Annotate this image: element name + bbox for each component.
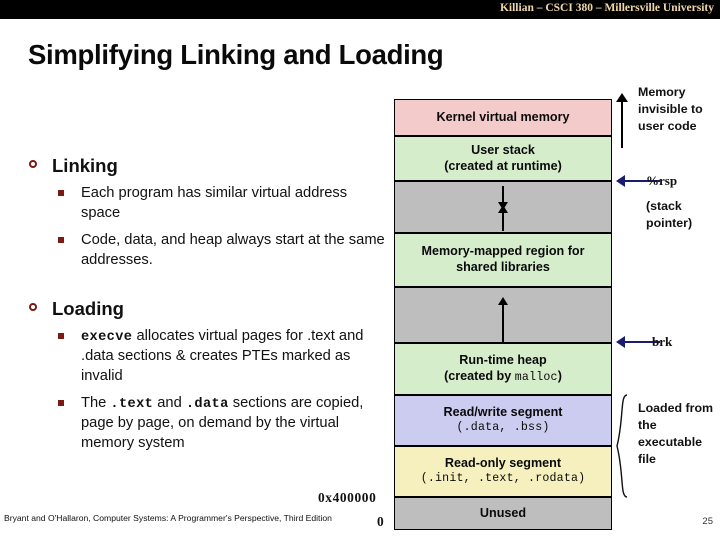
list-item-label-part: sections are copied, page by page, on de… bbox=[81, 395, 364, 451]
memory-block-label: Unused bbox=[479, 505, 527, 520]
annotation-rsp-register: %rsp bbox=[646, 173, 678, 188]
annotation-kernel-invisible: Memory invisible to user code bbox=[638, 85, 703, 134]
memory-block-user-stack: User stack (created at runtime) bbox=[394, 136, 612, 181]
list-item-label: Each program has similar virtual address… bbox=[81, 185, 348, 221]
annotation-loaded-from-executable: Loaded from the executable file bbox=[638, 401, 714, 467]
brk-arrow-shaft bbox=[625, 341, 660, 343]
memory-block-heap-gap bbox=[394, 287, 612, 343]
memory-block-mmap: Memory-mapped region for shared librarie… bbox=[394, 233, 612, 287]
code-token-data: .data bbox=[185, 397, 229, 413]
slide-body-bullets: Linking Each program has similar virtual… bbox=[26, 155, 386, 462]
kernel-region-arrow-shaft bbox=[621, 100, 623, 148]
hollow-circle-bullet-icon bbox=[29, 303, 37, 312]
memory-block-label: Run-time heap bbox=[459, 352, 547, 367]
rsp-arrow-head bbox=[616, 175, 625, 187]
spacer bbox=[26, 278, 386, 298]
code-token-execve: execve bbox=[81, 330, 133, 346]
memory-block-label: Read-only segment bbox=[444, 456, 562, 471]
rsp-arrow-shaft bbox=[625, 180, 660, 182]
heap-sublabel-prefix: (created by bbox=[444, 368, 515, 383]
stack-grow-down-arrow-shaft bbox=[502, 186, 504, 204]
memory-block-label: User stack bbox=[471, 142, 535, 157]
memory-block-label: Read/write segment bbox=[443, 405, 563, 420]
square-bullet-icon bbox=[58, 237, 64, 244]
memory-block-sublabel: (.data, .bss) bbox=[456, 421, 550, 435]
memory-block-sublabel: (.init, .text, .rodata) bbox=[420, 472, 586, 486]
brk-arrow-head bbox=[616, 336, 625, 348]
list-item: Each program has similar virtual address… bbox=[26, 184, 386, 223]
list-item: The .text and .data sections are copied,… bbox=[26, 394, 386, 453]
list-item-loading: Loading bbox=[26, 298, 386, 320]
heap-grow-up-arrow-shaft bbox=[502, 304, 504, 342]
page-number: 25 bbox=[702, 516, 713, 527]
memory-block-sublabel: (created by malloc) bbox=[444, 369, 562, 385]
list-item: Code, data, and heap always start at the… bbox=[26, 231, 386, 270]
memory-block-label: Kernel virtual memory bbox=[436, 109, 570, 124]
memory-block-heap: Run-time heap (created by malloc) bbox=[394, 343, 612, 395]
address-label-zero: 0 bbox=[377, 514, 385, 529]
annotation-rsp-description: (stack pointer) bbox=[646, 199, 693, 231]
course-header-text: Killian – CSCI 380 – Millersville Univer… bbox=[499, 2, 714, 14]
list-item-label-part: The bbox=[81, 395, 111, 412]
source-credit: Bryant and O'Hallaron, Computer Systems:… bbox=[4, 513, 332, 523]
square-bullet-icon bbox=[58, 400, 64, 407]
square-bullet-icon bbox=[58, 190, 64, 196]
memory-block-kernel: Kernel virtual memory bbox=[394, 99, 612, 136]
memory-block-rw-segment: Read/write segment (.data, .bss) bbox=[394, 395, 612, 446]
annotation-brk-pointer: brk bbox=[652, 334, 673, 349]
list-item-label: allocates virtual pages for .text and .d… bbox=[81, 328, 364, 384]
code-token-text: .text bbox=[110, 397, 154, 413]
list-item-label: Linking bbox=[52, 155, 118, 176]
list-item-linking: Linking bbox=[26, 155, 386, 177]
process-address-space-diagram: Kernel virtual memory User stack (create… bbox=[394, 99, 612, 530]
list-item-label: Code, data, and heap always start at the… bbox=[81, 232, 385, 268]
list-item: execve allocates virtual pages for .text… bbox=[26, 327, 386, 386]
heap-sublabel-suffix: ) bbox=[557, 368, 562, 383]
mmap-grow-up-arrow-shaft bbox=[502, 212, 504, 231]
memory-block-sublabel: (created at runtime) bbox=[444, 158, 562, 173]
hollow-circle-bullet-icon bbox=[29, 160, 37, 168]
square-bullet-icon bbox=[58, 333, 64, 340]
loaded-from-file-brace-icon bbox=[616, 394, 628, 498]
list-item-label: Loading bbox=[52, 298, 124, 320]
memory-block-unused: Unused bbox=[394, 497, 612, 530]
mmap-grow-up-arrow-head bbox=[498, 205, 508, 213]
heap-grow-up-arrow-head bbox=[498, 297, 508, 305]
memory-block-ro-segment: Read-only segment (.init, .text, .rodata… bbox=[394, 446, 612, 497]
memory-block-sublabel: shared libraries bbox=[456, 260, 550, 274]
memory-block-label: Memory-mapped region for bbox=[421, 244, 585, 259]
code-token-malloc: malloc bbox=[514, 370, 558, 384]
list-item-label-part: and bbox=[153, 395, 186, 412]
address-label-ro-base: 0x400000 bbox=[318, 490, 377, 505]
kernel-region-arrow-head bbox=[616, 93, 628, 102]
page-title: Simplifying Linking and Loading bbox=[28, 39, 444, 70]
header-bar: Killian – CSCI 380 – Millersville Univer… bbox=[0, 0, 720, 19]
memory-block-stack-gap bbox=[394, 181, 612, 233]
